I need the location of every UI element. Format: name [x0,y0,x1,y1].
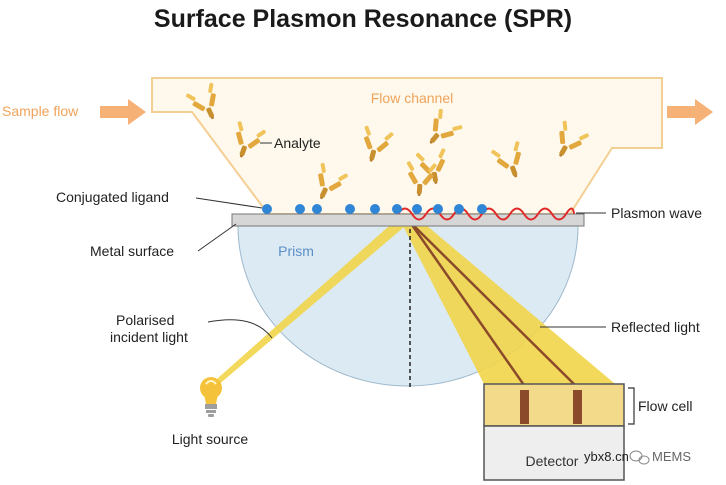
ligand-dot [454,204,464,214]
incident-light-beam [210,218,410,392]
flow-cell-channel-2 [573,390,582,424]
flow-cell-label: Flow cell [638,398,692,414]
flow-channel-label: Flow channel [371,90,454,106]
sample-flow-arrow-icon [100,99,146,125]
flow-cell-bracket [628,387,635,425]
flow-cell [483,383,625,427]
ligand-dot [345,204,355,214]
conjugated-ligand-label: Conjugated ligand [56,189,169,205]
antibody-icon [429,108,463,144]
reflected-light-beam [400,220,620,388]
polarised-leader [207,319,273,339]
antibody-icon [559,120,589,157]
antibody-icon [186,82,216,120]
outflow-arrow-icon [667,99,713,125]
ligand-dot [477,204,487,214]
watermark-brand: MEMS [652,449,691,464]
ligand-dot [295,204,305,214]
plasmon-wave-label: Plasmon wave [611,205,702,221]
sample-flow-label: Sample flow [2,103,79,119]
analyte-label: Analyte [274,135,321,151]
ligand-dot [262,204,272,214]
reflected-ray-1 [408,221,528,389]
metal-surface-leader [197,223,237,252]
antibody-icon [364,125,394,162]
wechat-icon [629,450,650,465]
metal-surface [231,213,585,227]
detector [483,425,625,481]
metal-surface-label: Metal surface [90,243,174,259]
antibody-icon [406,161,437,196]
diagram-title: Surface Plasmon Resonance (SPR) [154,5,572,33]
reflected-ray-2 [409,221,579,389]
conjugated-ligands [262,204,487,214]
ligand-dot [370,204,380,214]
ligand-dot [433,204,443,214]
light-source-label: Light source [172,431,248,447]
watermark-site: ybx8.cn [584,449,629,464]
ligand-dot [392,204,402,214]
prism-label: Prism [278,243,314,259]
polarised-label-line2: incident light [110,329,188,345]
polarised-label-line1: Polarised [116,312,174,328]
detector-label: Detector [526,453,579,469]
ligand-dot [312,204,322,214]
analyte-molecules [186,82,589,200]
flow-cell-channel-1 [520,390,529,424]
ligand-dot [412,204,422,214]
plasmon-wave [397,207,575,221]
light-bulb-icon [200,377,222,417]
conjugated-ligand-leader [195,197,263,209]
reflected-light-label: Reflected light [611,319,700,335]
antibody-icon [236,121,266,158]
antibody-icon [318,162,348,200]
antibody-icon [491,141,521,178]
